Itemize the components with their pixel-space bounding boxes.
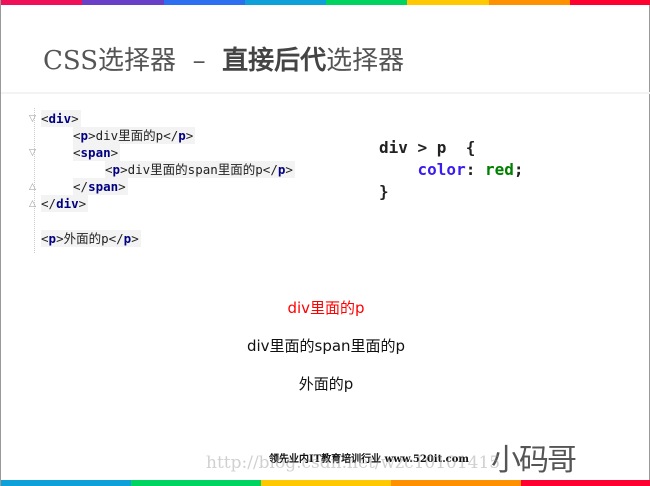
watermark: http://blog.csdn.net/wzc10101415 <box>206 453 501 473</box>
color-segment <box>521 480 650 486</box>
color-segment <box>326 0 408 5</box>
demo-nested-p: div里面的span里面的p <box>246 337 406 355</box>
color-segment <box>82 0 164 5</box>
demo-direct-child: div里面的p <box>287 299 365 317</box>
color-segment <box>163 0 245 5</box>
slide-title: CSS选择器 – 直接后代选择器 <box>43 46 405 76</box>
color-segment <box>569 0 650 5</box>
color-segment <box>488 0 570 5</box>
color-segment <box>1 480 131 486</box>
code-line: <p>div里面的p</p> <box>73 127 196 144</box>
code-gutter <box>34 108 35 253</box>
demo-outer-p: 外面的p <box>298 375 354 393</box>
code-line: <span> <box>73 144 121 161</box>
fold-icon[interactable]: ▽ <box>29 114 36 124</box>
color-segment <box>131 480 261 486</box>
code-line: <p>外面的p</p> <box>41 230 141 247</box>
color-segment <box>244 0 326 5</box>
code-line: <p>div里面的span里面的p</p> <box>105 161 295 178</box>
color-segment <box>407 0 489 5</box>
footer-slogan: 领先业内IT教育培训行业 www.520it.com <box>269 454 470 465</box>
color-segment <box>1 0 83 5</box>
divider <box>1 92 650 94</box>
color-segment <box>391 480 521 486</box>
code-line: </div> <box>41 195 89 212</box>
code-line: <div> <box>41 110 81 127</box>
bottom-color-bar <box>1 480 650 486</box>
code-line: </span> <box>73 178 128 195</box>
fold-icon[interactable]: △ <box>29 182 36 192</box>
css-code-block: div > p { color: red; } <box>379 138 524 201</box>
fold-icon[interactable]: △ <box>29 199 36 209</box>
color-segment <box>261 480 391 486</box>
logo: 小码哥 <box>491 443 577 478</box>
fold-icon[interactable]: ▽ <box>29 148 36 158</box>
top-color-bar <box>1 0 650 5</box>
